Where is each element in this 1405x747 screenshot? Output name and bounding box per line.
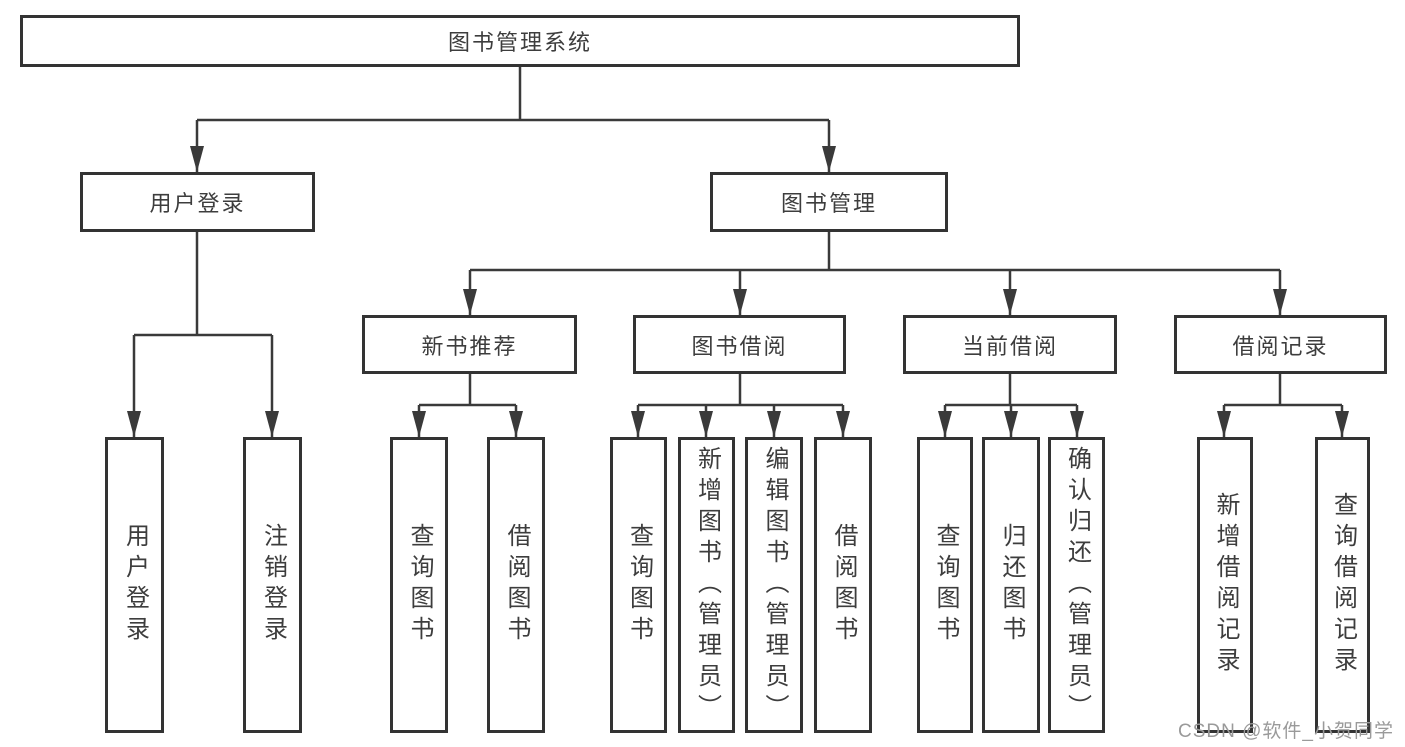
node-label: 图书借阅 [691,333,788,359]
node-leaf-query-books: 查询图书 [917,437,973,733]
node-leaf-user-login: 用户登录 [105,437,164,733]
node-label: 借阅记录 [1232,333,1329,359]
node-leaf-borrow-books: 借阅图书 [487,437,545,733]
node-new-book-recommend: 新书推荐 [362,315,577,374]
node-label: 用户登录 [149,191,246,216]
node-label: 图书管理 [780,191,877,216]
node-leaf-query-borrow-record: 查询借阅记录 [1315,437,1370,733]
node-label: 查询图书 [932,523,959,647]
node-label: 用户登录 [121,523,149,647]
node-borrow-record: 借阅记录 [1174,315,1387,374]
node-label: 借阅图书 [830,523,857,647]
node-label: 编辑图书（管理员） [761,445,788,725]
node-label: 当前借阅 [961,333,1058,359]
node-label: 归还图书 [998,523,1025,647]
csdn-watermark: CSDN @软件_小贺同学 [1178,721,1394,742]
node-leaf-query-books: 查询图书 [390,437,448,733]
node-leaf-edit-books-admin: 编辑图书（管理员） [745,437,803,733]
node-book-borrow: 图书借阅 [633,315,846,374]
node-label: 新增图书（管理员） [693,445,721,725]
node-leaf-return-books: 归还图书 [982,437,1040,733]
node-label: 查询借阅记录 [1329,492,1357,678]
node-leaf-add-borrow-record: 新增借阅记录 [1197,437,1253,733]
node-leaf-logout: 注销登录 [243,437,302,733]
node-label: 新增借阅记录 [1212,492,1239,678]
node-label: 新书推荐 [421,333,518,359]
node-label: 图书管理系统 [447,30,592,55]
node-label: 查询图书 [625,523,653,647]
node-label: 借阅图书 [503,523,530,647]
node-label: 确认归还（管理员） [1063,445,1091,725]
node-leaf-query-books: 查询图书 [610,437,667,733]
node-label: 注销登录 [259,523,287,647]
node-current-borrow: 当前借阅 [903,315,1117,374]
node-library-management-system: 图书管理系统 [20,15,1020,67]
node-leaf-add-books-admin: 新增图书（管理员） [678,437,735,733]
node-user-login: 用户登录 [80,172,315,232]
node-book-management: 图书管理 [710,172,948,232]
node-label: 查询图书 [406,523,433,647]
node-leaf-borrow-books: 借阅图书 [814,437,872,733]
node-leaf-confirm-return-admin: 确认归还（管理员） [1048,437,1105,733]
